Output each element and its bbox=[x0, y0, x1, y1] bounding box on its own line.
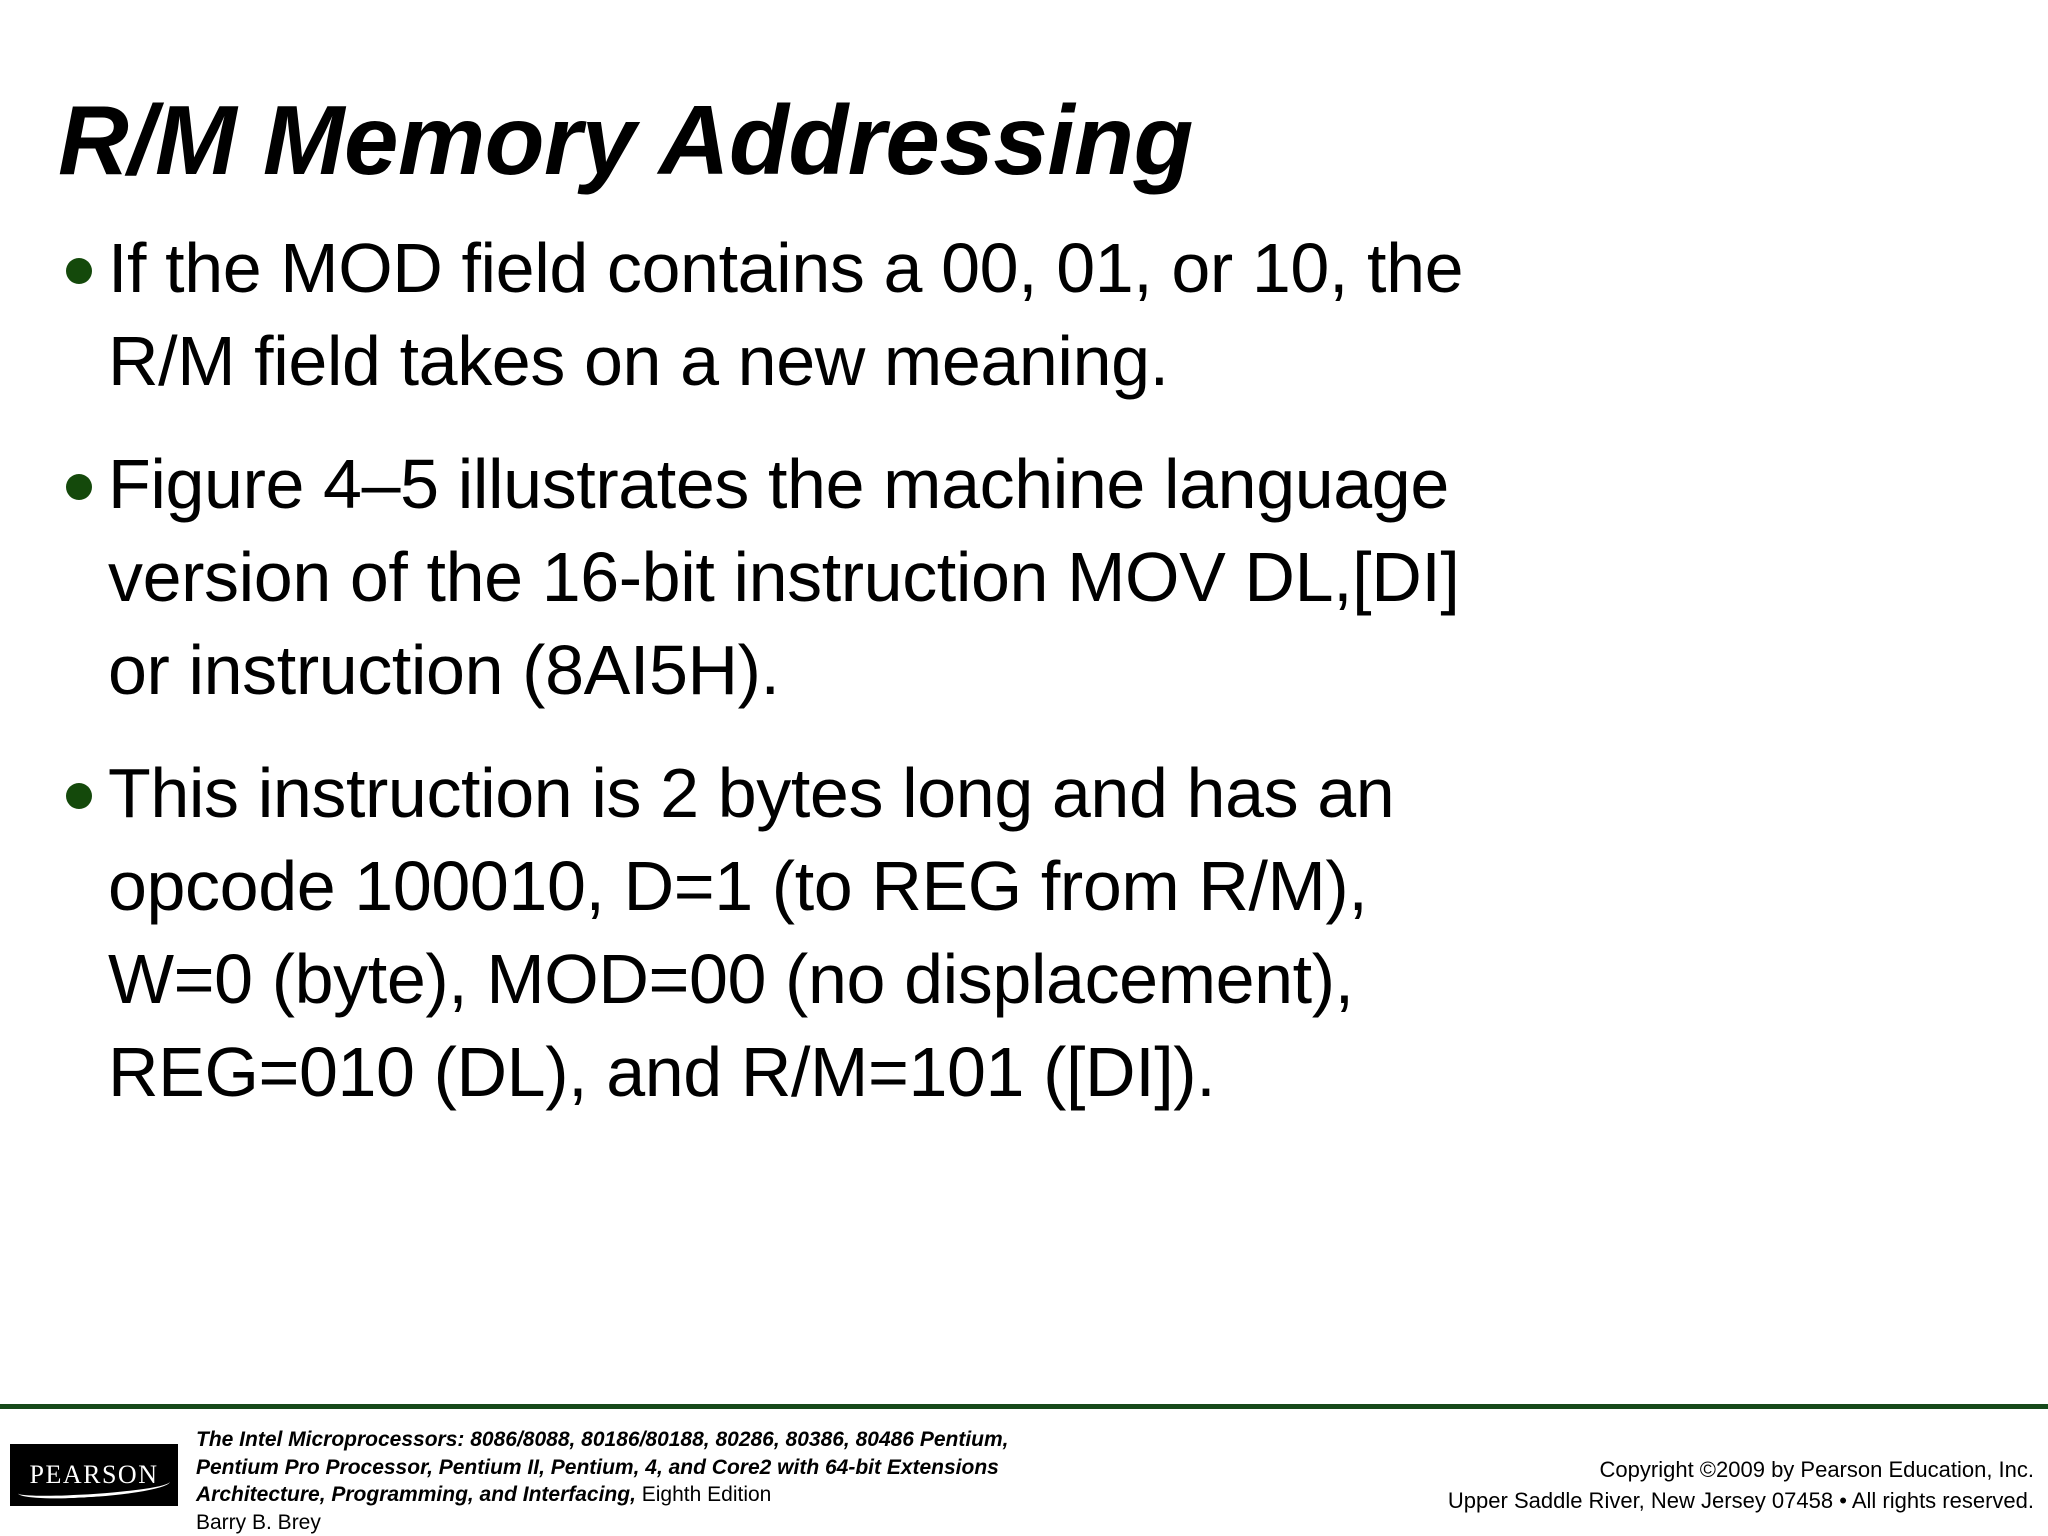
bullet-line: REG=010 (DL), and R/M=101 ([DI]). bbox=[108, 1033, 1216, 1111]
bullet-text-2: Figure 4–5 illustrates the machine langu… bbox=[108, 438, 2008, 717]
citation-line-3-edition: Eighth Edition bbox=[635, 1483, 772, 1506]
bullet-item-3: This instruction is 2 bytes long and has… bbox=[48, 747, 2008, 1119]
bullet-line: version of the 16-bit instruction MOV DL… bbox=[108, 538, 1460, 616]
copyright-line-1: Copyright ©2009 by Pearson Education, In… bbox=[1599, 1457, 2034, 1482]
bullet-line: Figure 4–5 illustrates the machine langu… bbox=[108, 445, 1449, 523]
bullet-marker-1 bbox=[48, 222, 108, 284]
bullet-line: opcode 100010, D=1 (to REG from R/M), bbox=[108, 847, 1368, 925]
bullet-marker-2 bbox=[48, 438, 108, 500]
bullet-marker-3 bbox=[48, 747, 108, 809]
citation-line-3-title: Architecture, Programming, and Interfaci… bbox=[196, 1483, 636, 1506]
bullet-line: If the MOD field contains a 00, 01, or 1… bbox=[108, 229, 1464, 307]
slide-footer: PEARSON The Intel Microprocessors: 8086/… bbox=[0, 1414, 2048, 1536]
citation-line-1: The Intel Microprocessors: 8086/8088, 80… bbox=[196, 1428, 1009, 1451]
bullet-line: This instruction is 2 bytes long and has… bbox=[108, 754, 1395, 832]
footer-divider bbox=[0, 1404, 2048, 1409]
pearson-logo: PEARSON bbox=[10, 1444, 178, 1506]
pearson-wordmark: PEARSON bbox=[29, 1460, 159, 1489]
bullet-item-2: Figure 4–5 illustrates the machine langu… bbox=[48, 438, 2008, 717]
bullet-text-1: If the MOD field contains a 00, 01, or 1… bbox=[108, 222, 2008, 408]
slide-body: If the MOD field contains a 00, 01, or 1… bbox=[48, 222, 2008, 1149]
bullet-line: W=0 (byte), MOD=00 (no displacement), bbox=[108, 940, 1354, 1018]
bullet-line: R/M field takes on a new meaning. bbox=[108, 322, 1169, 400]
copyright-block: Copyright ©2009 by Pearson Education, In… bbox=[1448, 1454, 2034, 1516]
bullet-dot-icon bbox=[66, 474, 92, 500]
citation-line-3: Architecture, Programming, and Interfaci… bbox=[196, 1481, 1276, 1509]
bullet-line: or instruction (8AI5H). bbox=[108, 631, 780, 709]
bullet-dot-icon bbox=[66, 783, 92, 809]
citation-author: Barry B. Brey bbox=[196, 1510, 321, 1534]
bullet-dot-icon bbox=[66, 258, 92, 284]
citation-line-2: Pentium Pro Processor, Pentium II, Penti… bbox=[196, 1455, 999, 1479]
bullet-text-3: This instruction is 2 bytes long and has… bbox=[108, 747, 2008, 1119]
copyright-line-2: Upper Saddle River, New Jersey 07458 • A… bbox=[1447, 1488, 2034, 1513]
page-title: R/M Memory Addressing bbox=[58, 84, 1193, 195]
bullet-item-1: If the MOD field contains a 00, 01, or 1… bbox=[48, 222, 2008, 408]
book-citation: The Intel Microprocessors: 8086/8088, 80… bbox=[196, 1426, 1276, 1536]
